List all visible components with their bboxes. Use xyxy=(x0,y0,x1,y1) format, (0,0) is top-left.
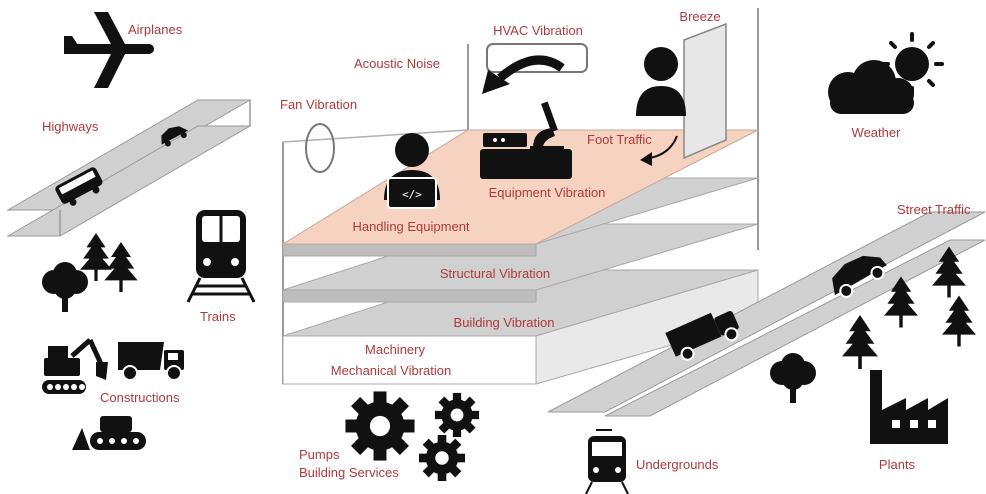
label-airplanes: Airplanes xyxy=(128,22,183,37)
label-plants: Plants xyxy=(878,457,916,472)
foot-traffic-arrow-icon xyxy=(640,135,678,166)
label-street-traffic: Street Traffic xyxy=(897,202,971,217)
microscope-icon xyxy=(530,101,564,151)
label-pumps: Pumps xyxy=(299,447,340,462)
car-icon xyxy=(832,255,887,298)
tram-icon xyxy=(585,429,629,494)
floor-structural-edge xyxy=(282,243,537,257)
svg-text:</>: </> xyxy=(402,188,422,201)
floor-top xyxy=(281,129,759,245)
label-breeze: Breeze xyxy=(679,9,721,24)
train-icon xyxy=(186,210,256,303)
label-fan-vibration: Fan Vibration xyxy=(280,97,358,112)
label-undergrounds: Undergrounds xyxy=(636,457,719,472)
factory-icon xyxy=(870,370,948,444)
tree-icon xyxy=(942,295,976,347)
door-icon xyxy=(683,22,727,160)
label-mechanical-vibration: Mechanical Vibration xyxy=(330,363,452,378)
hvac-arrow-icon xyxy=(482,55,565,94)
excavator-icon xyxy=(42,338,108,394)
tree-icon xyxy=(770,353,816,403)
label-structural-vibration: Structural Vibration xyxy=(439,266,551,281)
label-building-vibration: Building Vibration xyxy=(453,315,555,330)
highways xyxy=(6,99,252,237)
label-hvac-vibration: HVAC Vibration xyxy=(493,23,583,38)
label-weather: Weather xyxy=(851,125,901,140)
label-machinery: Machinery xyxy=(365,342,425,357)
gear-icon xyxy=(345,391,415,461)
person-icon xyxy=(636,47,686,116)
lab-instrument-icon xyxy=(480,133,572,179)
car-icon xyxy=(161,126,189,147)
truck-icon xyxy=(665,311,739,361)
street-lane-far xyxy=(604,239,986,417)
label-highways: Highways xyxy=(42,119,99,134)
bus-icon xyxy=(55,167,103,206)
label-acoustic-noise: Acoustic Noise xyxy=(354,56,440,71)
tree-icon xyxy=(842,315,878,369)
laptop-icon xyxy=(387,177,437,209)
building-roof-edge xyxy=(282,129,469,143)
label-trains: Trains xyxy=(200,309,236,324)
fan-icon xyxy=(305,123,335,173)
label-foot-traffic: Foot Traffic xyxy=(587,132,652,147)
airplane-icon xyxy=(64,12,154,88)
bulldozer-icon xyxy=(72,416,146,450)
label-building-services: Building Services xyxy=(299,465,399,480)
person-at-laptop-icon: </> xyxy=(384,133,440,209)
label-constructions: Constructions xyxy=(100,390,180,405)
label-equipment-vibration: Equipment Vibration xyxy=(488,185,606,200)
tree-icon xyxy=(80,233,112,281)
floor-building-edge xyxy=(282,289,537,303)
dump-truck-icon xyxy=(118,342,184,381)
building: </> xyxy=(281,8,759,385)
gear-icon xyxy=(418,434,466,482)
gear-icon xyxy=(434,392,480,438)
label-handling-equipment: Handling Equipment xyxy=(352,219,470,234)
cloud-icon xyxy=(828,60,914,114)
tree-icon xyxy=(104,242,138,292)
